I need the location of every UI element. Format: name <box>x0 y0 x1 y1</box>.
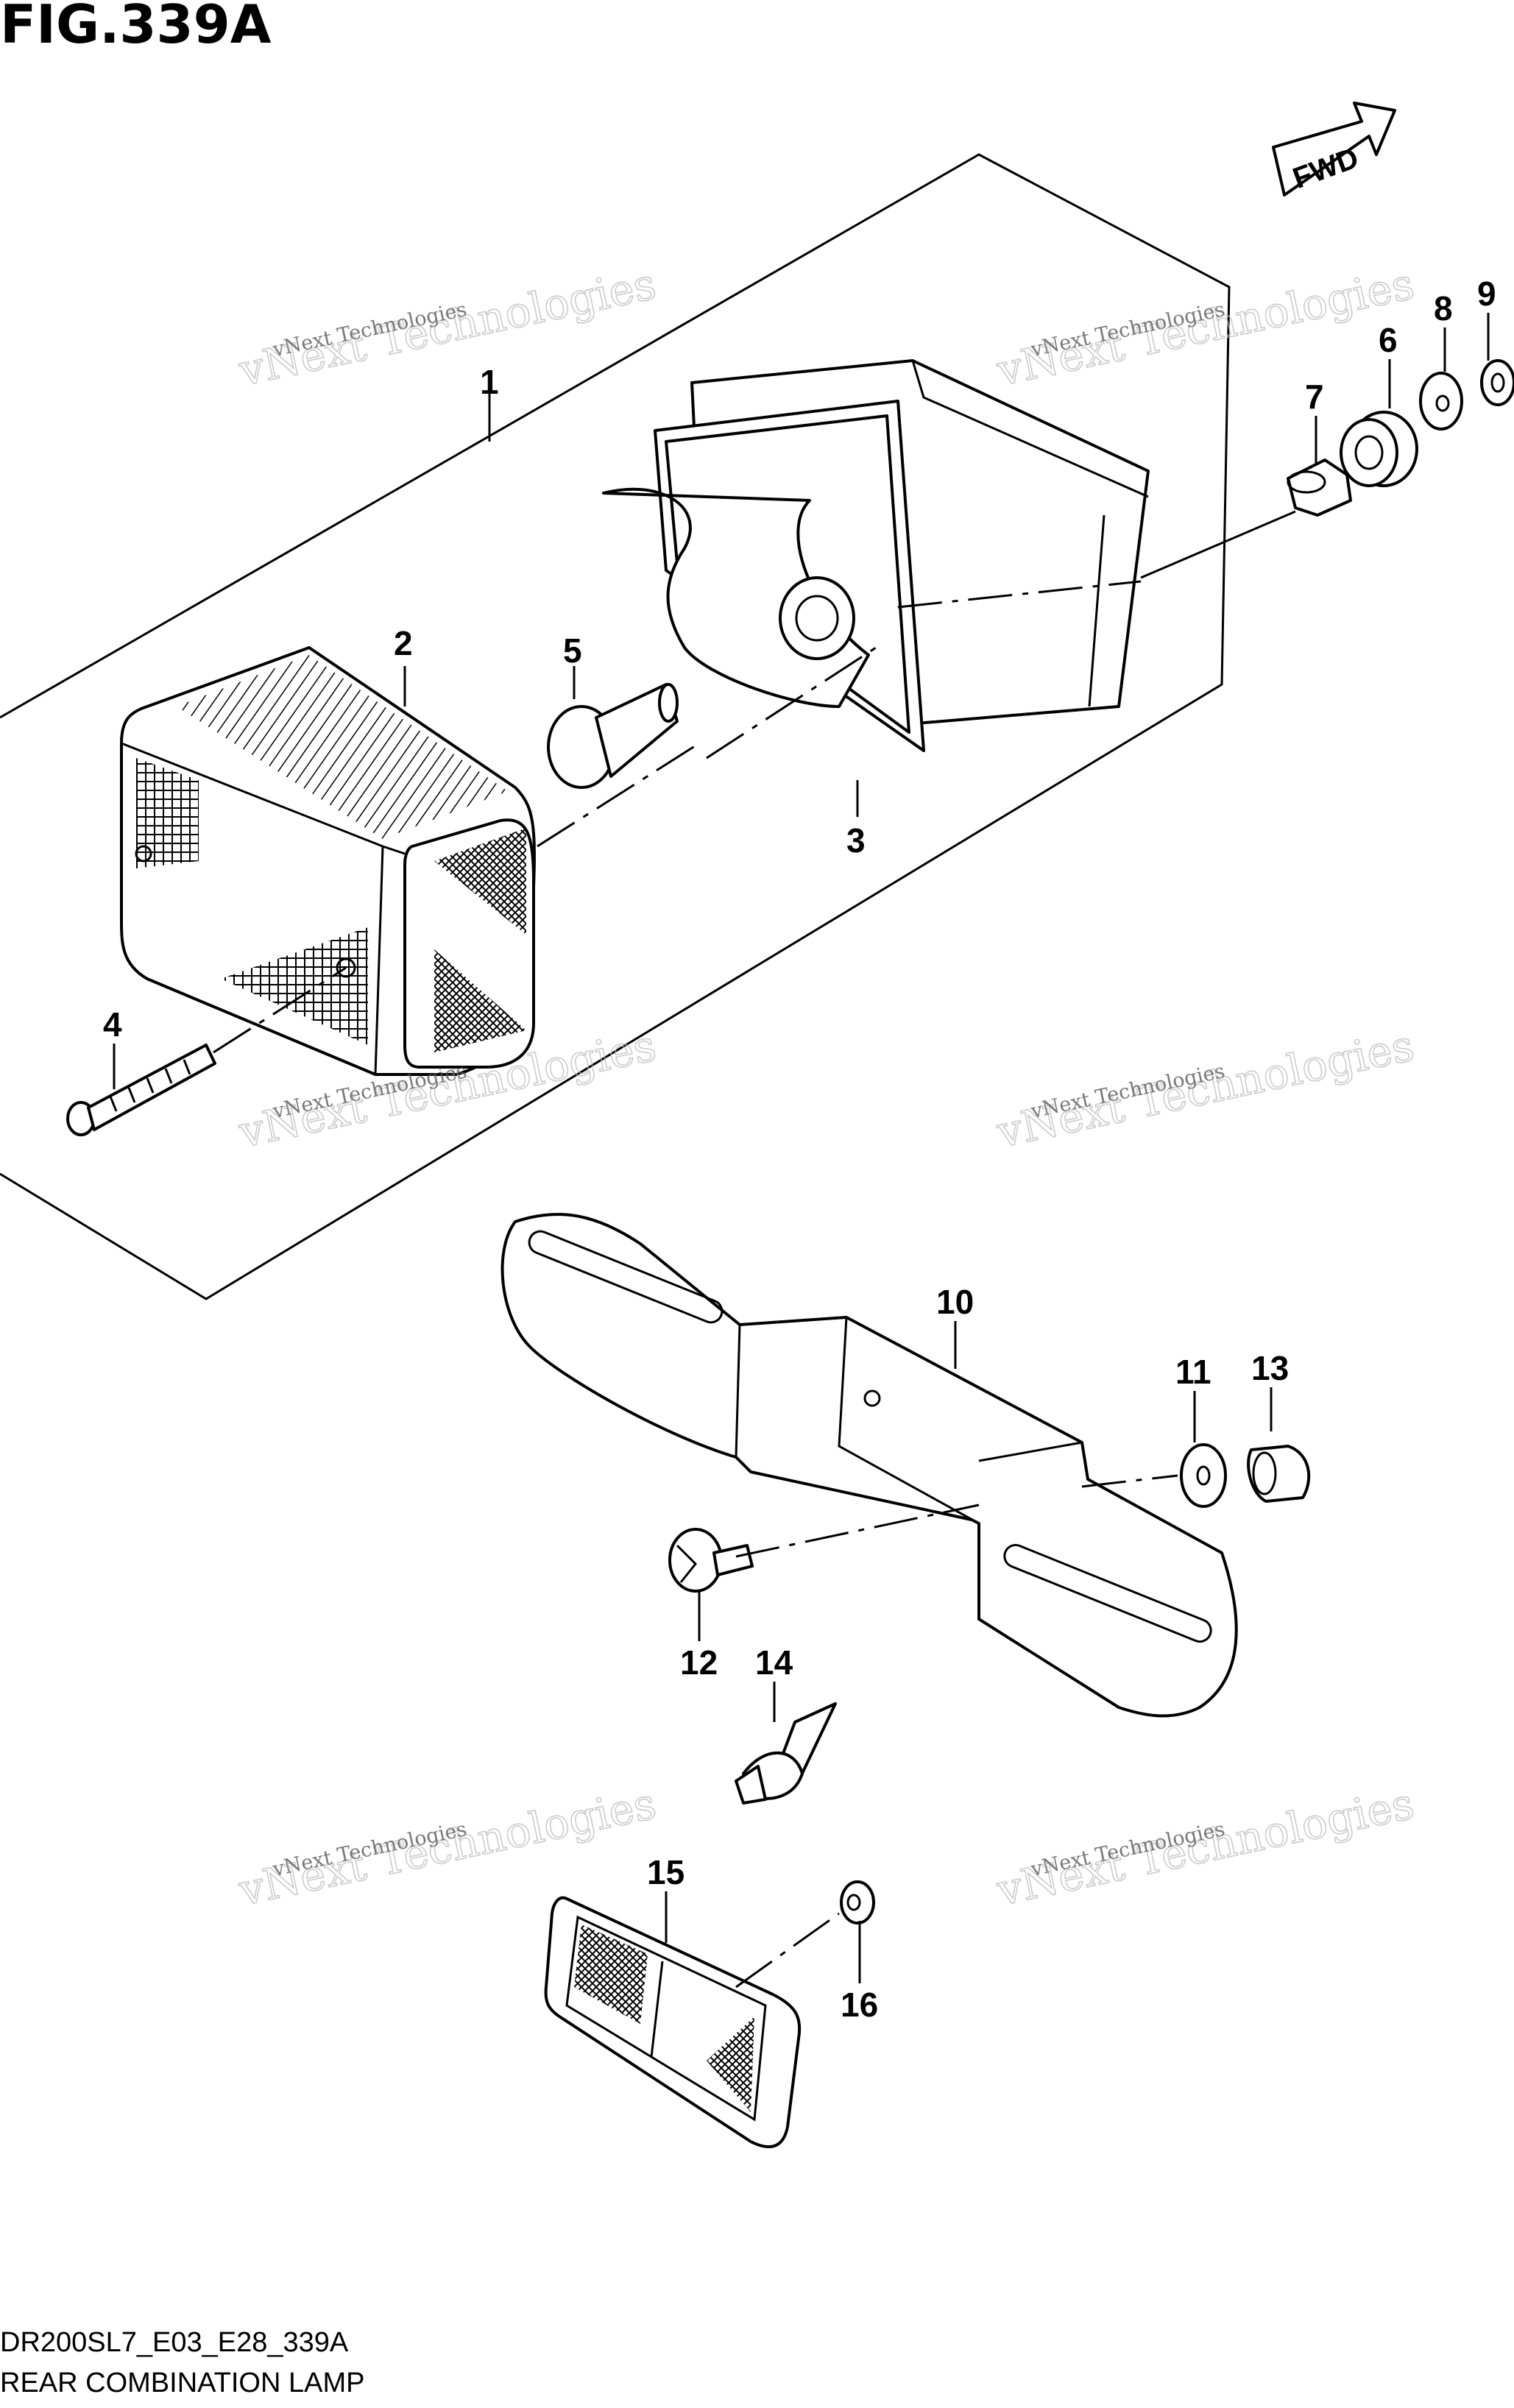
fwd-arrow-icon: FWD <box>1272 102 1396 196</box>
bracket-bolt <box>668 1528 754 1593</box>
model-code: DR200SL7_E03_E28_339A <box>0 2327 349 2358</box>
lamp-lens <box>120 646 536 1076</box>
callout-12: 12 <box>680 1643 718 1682</box>
svg-text:vNext Technologies: vNext Technologies <box>992 258 1418 396</box>
callout-numbers: 1 2 3 4 5 6 7 8 9 10 11 12 13 14 15 16 <box>103 275 1496 2024</box>
washer <box>1419 372 1463 431</box>
callout-8: 8 <box>1434 289 1453 327</box>
callout-2: 2 <box>394 624 413 662</box>
leader-lines <box>113 313 1490 1983</box>
callout-7: 7 <box>1305 378 1324 416</box>
bulb <box>547 683 679 789</box>
assembly-outline <box>0 153 1231 1300</box>
figure-caption: REAR COMBINATION LAMP <box>0 2368 364 2398</box>
callout-5: 5 <box>563 631 582 670</box>
reflector <box>544 1896 802 2149</box>
callout-4: 4 <box>103 1005 122 1044</box>
reflector-nut <box>840 1880 875 1924</box>
callout-10: 10 <box>936 1283 974 1321</box>
figure-title: FIG.339A <box>0 0 272 55</box>
bracket-washer <box>1180 1443 1227 1508</box>
callout-13: 13 <box>1251 1349 1289 1387</box>
screw-long <box>66 1044 216 1136</box>
grommet <box>1340 411 1418 487</box>
bulb-socket <box>735 1702 837 1805</box>
svg-text:vNext Technologies: vNext Technologies <box>992 1778 1418 1916</box>
lamp-housing <box>602 359 1150 752</box>
bracket <box>500 1213 1238 1718</box>
callout-1: 1 <box>480 363 499 401</box>
callout-16: 16 <box>841 1986 878 2024</box>
svg-text:vNext Technologies: vNext Technologies <box>992 1020 1418 1158</box>
callout-3: 3 <box>846 821 866 860</box>
bracket-nut <box>1247 1445 1311 1503</box>
callout-11: 11 <box>1175 1353 1211 1391</box>
collar <box>1287 458 1352 517</box>
callout-6: 6 <box>1379 321 1398 359</box>
callout-14: 14 <box>755 1643 793 1682</box>
nut <box>1480 359 1514 406</box>
assembly-lines <box>213 580 1178 1989</box>
callout-9: 9 <box>1477 275 1496 313</box>
svg-text:vNext Technologies: vNext Technologies <box>234 1778 660 1916</box>
callout-15: 15 <box>647 1853 685 1891</box>
